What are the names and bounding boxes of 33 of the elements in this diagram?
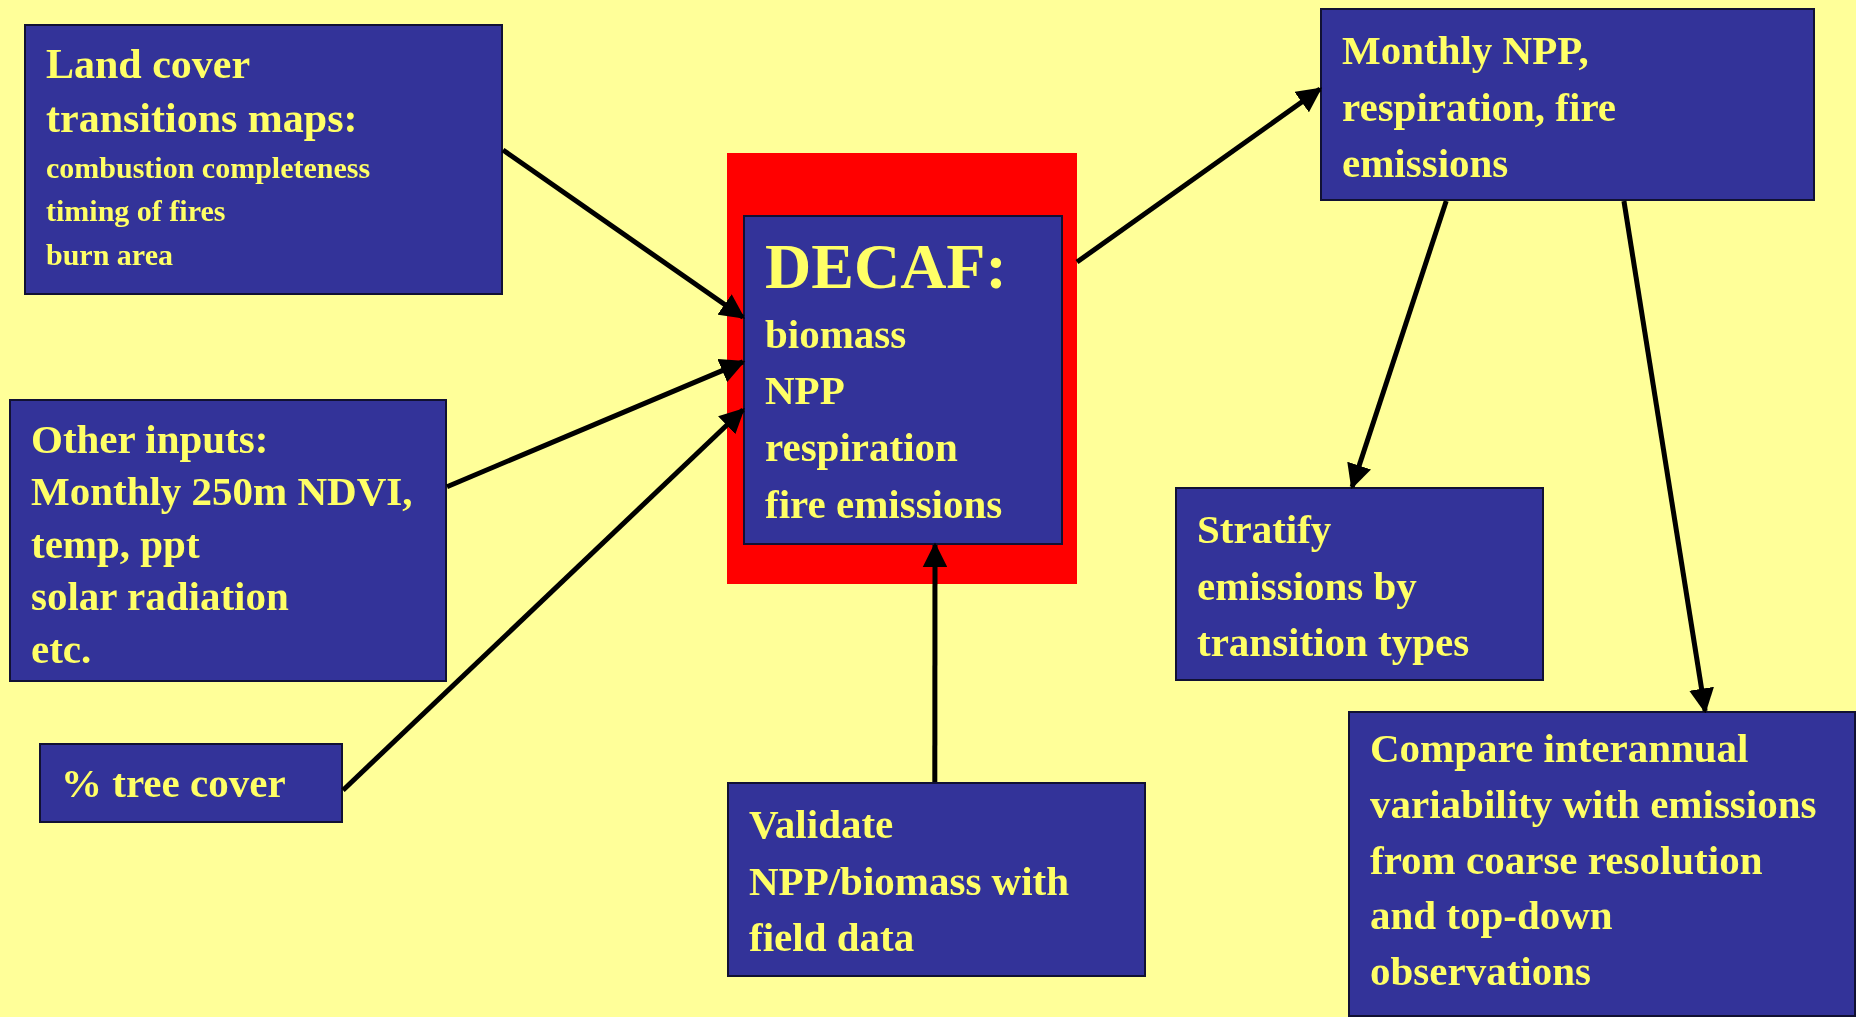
box-text: DECAF: bbox=[765, 230, 1008, 304]
process-box bbox=[9, 399, 447, 682]
box-text: Monthly NPP, respiration, fire emissions bbox=[1342, 26, 1618, 189]
arrow bbox=[446, 359, 746, 490]
arrow bbox=[1347, 200, 1449, 490]
process-box bbox=[1175, 487, 1544, 681]
box-text: Other inputs: bbox=[31, 415, 270, 464]
process-box bbox=[727, 782, 1146, 977]
box-text: Validate NPP/biomass with field data bbox=[749, 800, 1071, 963]
box-text: burn area bbox=[46, 236, 174, 273]
box-text: solar radiation bbox=[31, 572, 290, 622]
arrow bbox=[1621, 200, 1714, 714]
box-text: timing of fires bbox=[46, 193, 227, 229]
box-text: etc. bbox=[31, 624, 93, 674]
box-text: combustion completeness bbox=[46, 149, 372, 186]
arrow bbox=[501, 147, 746, 320]
arrow bbox=[341, 407, 745, 792]
box-text: Land cover transitions maps: bbox=[46, 40, 359, 143]
arrow bbox=[922, 542, 948, 782]
process-box bbox=[24, 24, 503, 295]
box-text: Stratify emissions by transition types bbox=[1197, 505, 1471, 668]
box-text: NPP bbox=[765, 366, 846, 416]
process-box bbox=[1348, 711, 1856, 1017]
process-box bbox=[39, 743, 343, 823]
box-text: respiration bbox=[765, 422, 959, 472]
process-box bbox=[743, 215, 1063, 545]
box-text: fire emissions bbox=[765, 479, 1004, 529]
arrow bbox=[1075, 87, 1323, 265]
box-text: Compare interannual variability with emissions from coarse resolution and top-down observations bbox=[1370, 724, 1818, 996]
box-text: % tree cover bbox=[61, 759, 287, 808]
highlight-frame bbox=[727, 153, 1077, 584]
process-box bbox=[1320, 8, 1815, 201]
box-text: biomass bbox=[765, 309, 908, 359]
